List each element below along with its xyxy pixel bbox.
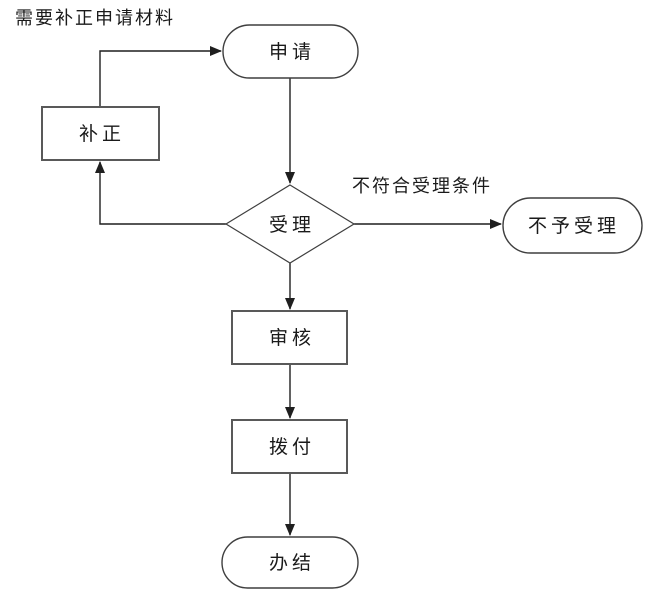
node-disburse-label: 拨付 [269, 436, 315, 458]
node-reject: 不予受理 [502, 197, 643, 254]
node-review: 审核 [231, 310, 348, 365]
node-finish: 办结 [221, 536, 359, 589]
node-finish-label: 办结 [269, 552, 315, 574]
node-accept-shape [224, 184, 356, 264]
node-apply-label: 申请 [269, 41, 315, 63]
edge-label-reject-condition: 不符合受理条件 [352, 176, 492, 197]
node-reject-shape [502, 197, 643, 254]
node-reject-label: 不予受理 [528, 215, 620, 237]
edge-correction-to-apply [99, 46, 222, 107]
node-accept-label: 受理 [269, 214, 315, 236]
node-review-label: 审核 [269, 327, 315, 349]
node-disburse: 拨付 [231, 419, 348, 474]
edge-accept-to-correction [95, 161, 226, 225]
annotation-need-correction: 需要补正申请材料 [15, 8, 175, 29]
node-apply-shape [222, 24, 359, 79]
node-review-shape [231, 310, 348, 365]
node-accept: 受理 [224, 184, 356, 264]
node-finish-shape [221, 536, 359, 589]
node-correction: 补正 [41, 106, 160, 161]
node-correction-label: 补正 [79, 123, 125, 145]
node-correction-shape [41, 106, 160, 161]
node-apply: 申请 [222, 24, 359, 79]
node-disburse-shape [231, 419, 348, 474]
